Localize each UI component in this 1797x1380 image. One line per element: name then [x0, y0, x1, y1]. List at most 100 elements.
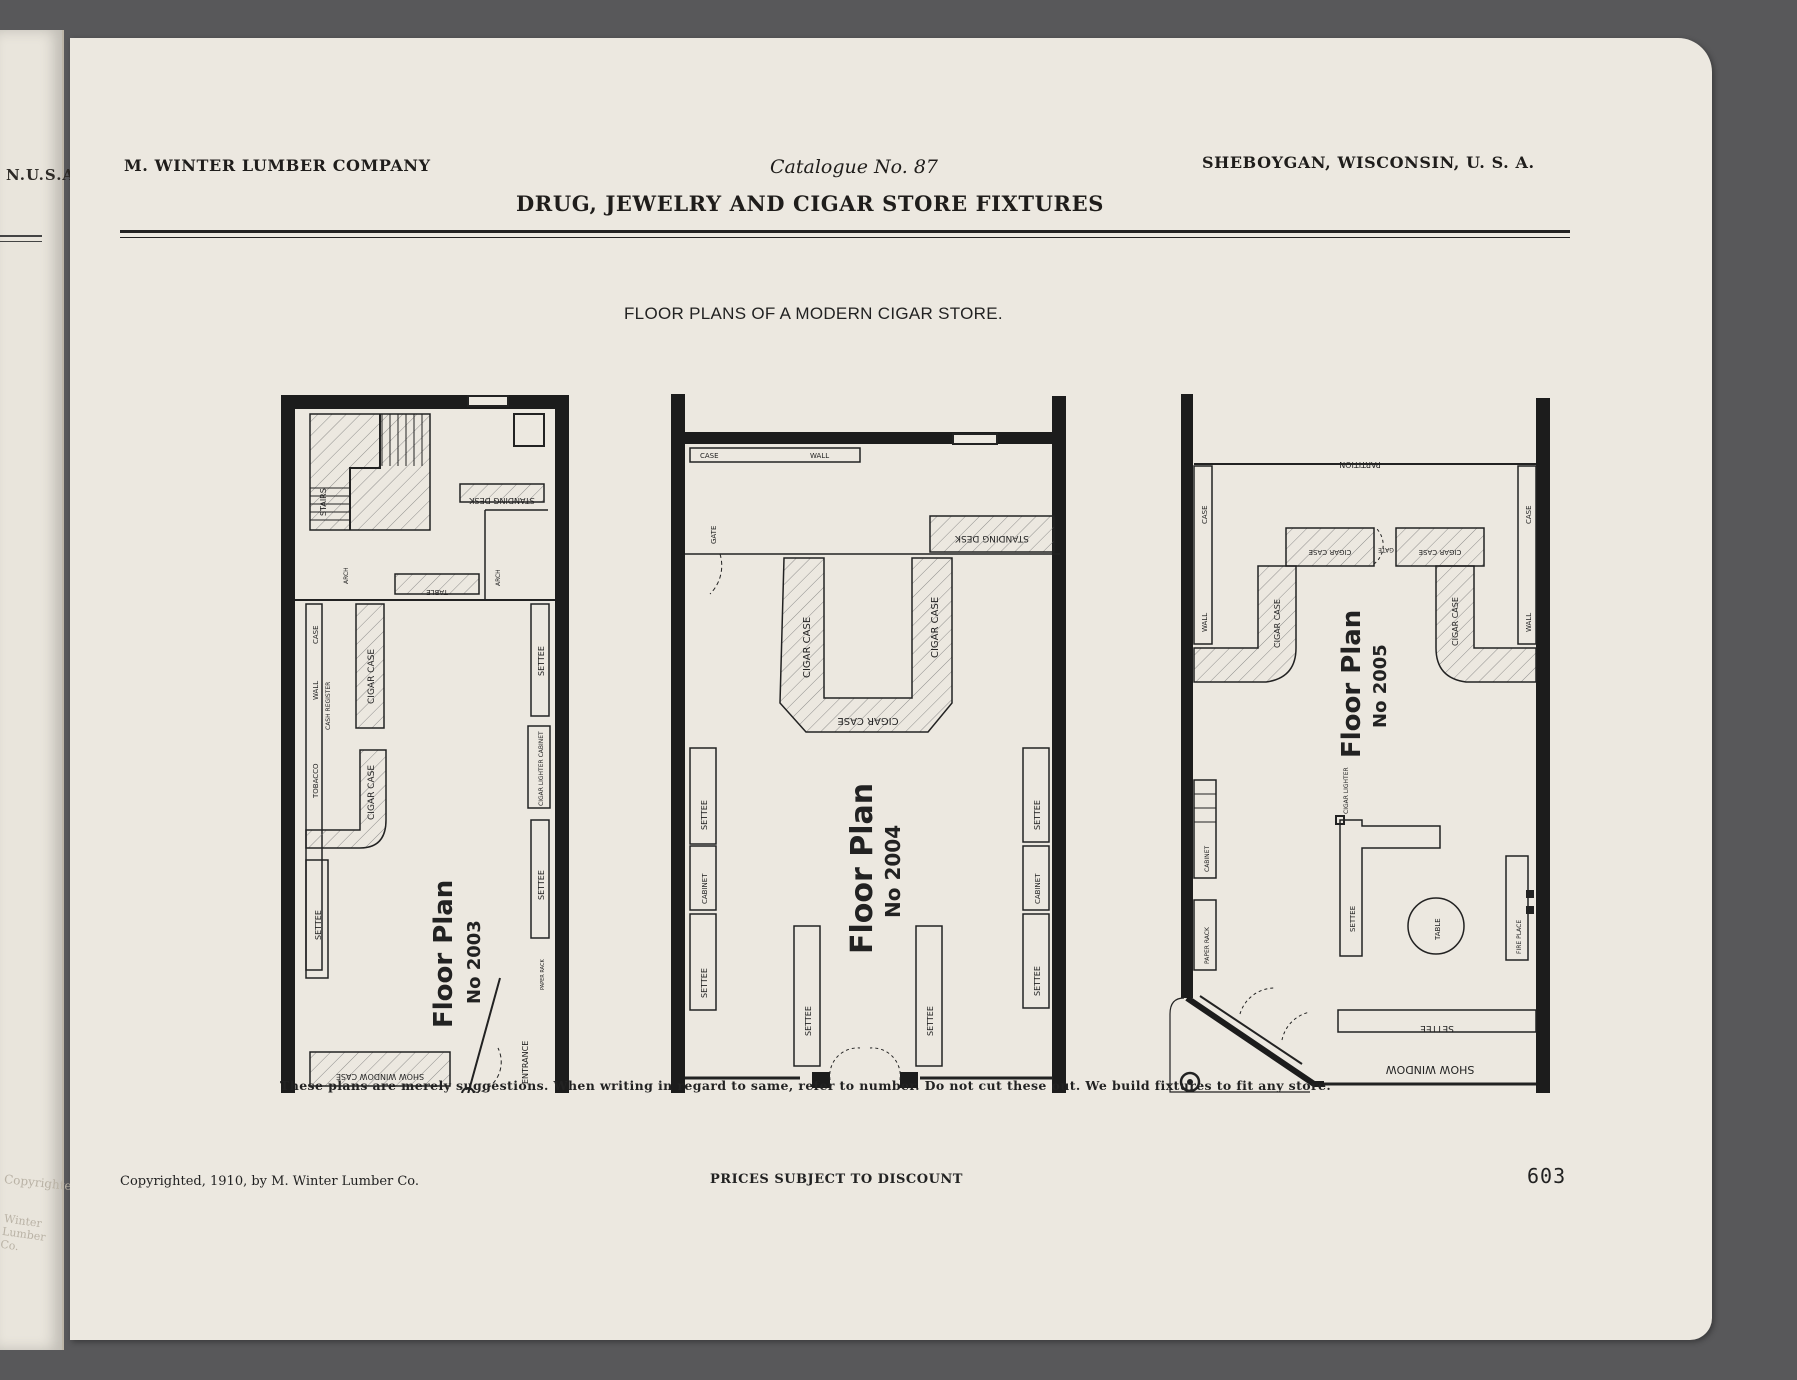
floor-plan-2005: PARTITION CASE WALL CASE WALL CIGAR CASE…: [1169, 394, 1550, 1093]
plan-2004-settee-4: [915, 925, 943, 1067]
plan-2003-standing-desk: [459, 483, 545, 503]
plan-2004-settee-2: [689, 913, 717, 1011]
plan-2004-settee-5: [1022, 747, 1050, 843]
plan-2005-case-left-label: CASE: [1201, 505, 1209, 524]
plan-2005-wall-left-label: WALL: [1201, 613, 1209, 632]
plan-2003-show-window-case-label: SHOW WINDOW CASE: [336, 1072, 424, 1081]
plan-2005-cigar-case-left: [1193, 565, 1297, 683]
plan-2005-entrance-wall: [1185, 995, 1324, 1087]
plan-2003-settee-right-top-label: SETTEE: [537, 646, 546, 676]
plan-2003-entrance-wall: [467, 977, 501, 1093]
plan-2003-tobacco-label: TOBACCO: [312, 763, 320, 799]
plan-2003-wall-case: [305, 603, 323, 971]
left-page-faded-copyright: Copyrighted: [3, 1172, 80, 1194]
footer-prices-note: PRICES SUBJECT TO DISCOUNT: [710, 1172, 963, 1187]
plan-2005-cigar-lighter-label: CIGAR LIGHTER: [1343, 767, 1350, 814]
plan-2004-number: No 2004: [881, 825, 905, 918]
floor-plan-2004: CASE WALL GATE STANDING DESK CIGAR CASE …: [671, 394, 1066, 1093]
plan-2005-cigar-case-top-left: [1285, 527, 1375, 567]
plan-2004-cabinet-2: [1022, 845, 1050, 911]
catalogue-page: M. WINTER LUMBER COMPANY Catalogue No. 8…: [70, 38, 1712, 1340]
plan-2005-vestibule: [1169, 997, 1310, 1093]
plan-2003-case-label: CASE: [312, 625, 320, 644]
plan-2005-table: [1407, 897, 1465, 955]
plan-2003-title: Floor Plan: [429, 880, 459, 1028]
plan-2004-gate-label: GATE: [710, 526, 718, 544]
plan-2004-cigar-case-right-label: CIGAR CASE: [930, 597, 941, 658]
plan-2003-arch-right-label: ARCH: [495, 569, 502, 586]
plan-2003-cigar-lighter-cabinet: [527, 725, 551, 809]
floor-plans-heading: FLOOR PLANS OF A MODERN CIGAR STORE.: [624, 304, 1003, 323]
left-facing-page: N.U.S.A. Copyrighted Winter Lumber Co.: [0, 30, 80, 1350]
plan-2003-number: No 2003: [464, 920, 485, 1004]
plan-2005-paper-rack: [1193, 899, 1217, 971]
plan-2003-stairs-label: STAIRS: [319, 488, 328, 516]
plan-2004-standing-desk-label: STANDING DESK: [954, 533, 1029, 543]
plan-2003-cigar-case-1-label: CIGAR CASE: [367, 649, 377, 704]
plan-2004-settee-3-label: SETTEE: [804, 1006, 813, 1036]
plan-2004-settee-3: [793, 925, 821, 1067]
plan-2003-wall-label: WALL: [312, 681, 320, 700]
plan-2005-case-left: [1193, 465, 1213, 645]
header-location: SHEBOYGAN, WISCONSIN, U. S. A.: [1202, 153, 1535, 172]
plan-2004-settee-4-label: SETTEE: [926, 1006, 935, 1036]
plan-2005-cigar-case-top-right-label: CIGAR CASE: [1419, 548, 1462, 556]
plan-2005-cabinet: [1193, 779, 1217, 879]
left-page-rule: [0, 235, 42, 237]
floor-plans-drawing: STAIRS STANDING DESK ARCH ARCH TABLE CAS…: [281, 394, 1550, 1093]
plan-2005-case-right-label: CASE: [1525, 505, 1533, 524]
plans-note: These plans are merely suggestions. When…: [280, 1078, 1332, 1093]
plan-2005-table-label: TABLE: [1434, 918, 1442, 941]
plan-2003-table-label: TABLE: [426, 588, 449, 596]
plan-2005-number: No 2005: [1370, 644, 1391, 728]
plan-2004-cabinet-2-label: CABINET: [1034, 873, 1042, 904]
left-page-fragment-text: N.U.S.A.: [6, 166, 82, 184]
plan-2004-standing-desk: [929, 515, 1055, 553]
plan-2004-cigar-case-bottom-label: CIGAR CASE: [837, 715, 898, 726]
plan-2003-settee-left-label: SETTEE: [314, 910, 323, 940]
plan-2004-case-label: CASE: [700, 452, 719, 460]
plan-2005-paper-rack-label: PAPER RACK: [1204, 926, 1211, 964]
plan-2003-cigar-lighter-cabinet-label: CIGAR LIGHTER CABINET: [538, 731, 545, 806]
plan-2004-gate-swing: [709, 553, 723, 595]
header-rule-thin: [120, 237, 1570, 238]
plan-2005-gate-swing: [1373, 527, 1384, 565]
header-company: M. WINTER LUMBER COMPANY: [124, 156, 431, 175]
header-rule-thick: [120, 230, 1570, 233]
plan-2005-case-right: [1517, 465, 1537, 645]
plan-2004-settee-6-label: SETTEE: [1033, 966, 1042, 996]
plan-2005-cigar-case-top-right: [1395, 527, 1485, 567]
plan-2005-door-swing-2: [1281, 1011, 1311, 1041]
plan-2004-settee-2-label: SETTEE: [700, 968, 709, 998]
plan-2003-table: [394, 573, 480, 595]
floor-plan-2003: STAIRS STANDING DESK ARCH ARCH TABLE CAS…: [281, 395, 569, 1093]
plan-2005-gate-label: GATE: [1378, 546, 1394, 553]
plan-2003-rear-window: [467, 395, 509, 407]
plan-2004-cabinet-1-label: CABINET: [701, 873, 709, 904]
plan-2005-wall-right-label: WALL: [1525, 613, 1533, 632]
plan-2003-arch-left-label: ARCH: [343, 567, 350, 584]
plan-2003-standing-desk-label: STANDING DESK: [468, 496, 534, 505]
plan-2004-wall-label: WALL: [810, 452, 829, 460]
plan-2005-door-swing-1: [1239, 987, 1275, 1015]
left-page-faded-company: Winter Lumber Co.: [0, 1212, 47, 1254]
plan-2004-settee-6: [1022, 913, 1050, 1009]
plan-2004-settee-1: [689, 747, 717, 845]
plan-2005-settee-bottom-label: SETTEE: [1420, 1023, 1454, 1033]
plan-2003-settee-left: [305, 859, 329, 979]
plan-2004-cabinet-1: [689, 845, 717, 911]
plan-2005-show-window-label: SHOW WINDOW: [1386, 1063, 1475, 1076]
plan-2005-cigar-case-left-label: CIGAR CASE: [1273, 599, 1282, 648]
plan-2004-settee-5-label: SETTEE: [1033, 800, 1042, 830]
plan-2005-title: Floor Plan: [1337, 610, 1367, 758]
plan-2003-entrance-label: ENTRANCE: [521, 1041, 530, 1084]
plan-2005-partition-label: PARTITION: [1339, 460, 1381, 469]
plan-2004-u-cigar-case: [779, 557, 953, 733]
page-number: 603: [1527, 1164, 1567, 1188]
plan-2003-settee-right-mid-label: SETTEE: [537, 870, 546, 900]
plan-2004-settee-1-label: SETTEE: [700, 800, 709, 830]
plan-2005-l-settee: [1339, 819, 1441, 957]
plan-2005-settee-mid-label: SETTEE: [1349, 906, 1357, 932]
plan-2005-settee-bottom: [1337, 1009, 1537, 1033]
plan-2004-wall-case: [689, 447, 861, 463]
